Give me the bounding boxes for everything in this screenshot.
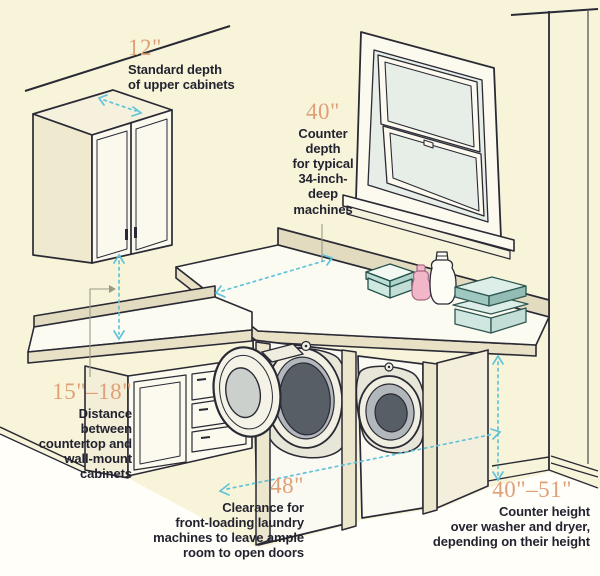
annotation-upper-cabinet-depth: 12" Standard depth of upper cabinets bbox=[128, 35, 278, 93]
washer-latch-hole bbox=[304, 344, 308, 348]
window-upper-glass bbox=[384, 61, 475, 148]
counter-post-middle bbox=[341, 349, 357, 531]
pink-bottle-body bbox=[411, 270, 432, 301]
baseboard-right-top bbox=[550, 455, 599, 472]
window-sill bbox=[342, 194, 515, 252]
base-cabinet-side bbox=[84, 365, 129, 479]
dryer bbox=[355, 355, 427, 519]
leader-countertop-to-cabinet bbox=[89, 288, 110, 377]
counter-post-right bbox=[422, 361, 438, 515]
upper-cabinet-door-left-panel bbox=[96, 130, 128, 259]
annotation-counter-height: 40"–51" Counter height over washer and d… bbox=[428, 477, 590, 550]
baseboard-back-top bbox=[491, 456, 550, 467]
ceiling-line-left bbox=[24, 25, 231, 92]
storage-bin-upper bbox=[454, 276, 527, 307]
dryer-door-latch-hole bbox=[387, 365, 391, 369]
washer-open-door-glass bbox=[225, 367, 262, 419]
drawer-handle-2 bbox=[198, 408, 209, 411]
window-sash-lock bbox=[423, 139, 434, 149]
arrow-counter-depth bbox=[214, 254, 334, 298]
white-jug bbox=[429, 251, 457, 305]
baseboard-left-top bbox=[0, 426, 86, 468]
left-counter-top bbox=[27, 296, 253, 353]
measurement-value-15-18: 15"–18" bbox=[52, 379, 132, 404]
measurement-label-40-51: Counter height over washer and dryer, de… bbox=[432, 504, 590, 550]
detergent-box bbox=[365, 263, 415, 299]
floor bbox=[0, 433, 600, 576]
washer-open-door-contour bbox=[219, 354, 273, 430]
upper-cabinet-door-right-panel bbox=[135, 118, 168, 251]
washer-door-open bbox=[212, 343, 305, 438]
room-lines bbox=[0, 8, 599, 489]
counter-items bbox=[365, 251, 529, 334]
upper-cabinet-front bbox=[91, 109, 173, 264]
washer-door-hinge bbox=[260, 343, 305, 363]
arrow-counter-height bbox=[492, 354, 504, 482]
window bbox=[342, 31, 515, 260]
upper-cabinet-handle-right bbox=[134, 227, 137, 238]
annotation-counter-depth: 40" Counter depth for typical 34-inch- d… bbox=[268, 99, 378, 217]
baseboard-left-floor bbox=[0, 433, 86, 474]
upper-cabinet-handle-left bbox=[125, 229, 128, 240]
measurement-value-48: 48" bbox=[270, 473, 304, 498]
base-cabinet-door bbox=[133, 374, 187, 471]
measurement-label-15-18: Distance between countertop and wall-mou… bbox=[38, 406, 132, 482]
measurement-label-40: Counter depth for typical 34-inch- deep … bbox=[292, 126, 354, 217]
measurement-value-40-51: 40"–51" bbox=[492, 477, 572, 502]
measurement-label-12: Standard depth of upper cabinets bbox=[128, 62, 235, 93]
floor-line-right bbox=[548, 469, 599, 489]
annotation-countertop-to-cabinet: 15"–18" Distance between countertop and … bbox=[8, 379, 132, 482]
arrow-cabinet-depth bbox=[97, 94, 143, 117]
baseboard-right-bottom bbox=[550, 462, 599, 478]
upper-cabinet-side bbox=[32, 113, 93, 264]
base-cabinet-door-panel bbox=[139, 381, 181, 465]
leader-arrowhead bbox=[109, 285, 116, 293]
bin-upper-right bbox=[488, 285, 527, 307]
arrow-countertop-to-cabinet bbox=[113, 253, 125, 341]
annotation-door-clearance: 48" Clearance for front-loading laundry … bbox=[148, 473, 304, 561]
measurement-value-12: 12" bbox=[128, 35, 162, 60]
ceiling-line-right bbox=[510, 8, 599, 16]
measurement-arrows bbox=[97, 94, 504, 496]
white-jug-body bbox=[429, 259, 457, 305]
arrow-door-clearance bbox=[218, 428, 502, 496]
measurement-label-48: Clearance for front-loading laundry mach… bbox=[153, 500, 304, 561]
window-lower-glass bbox=[389, 132, 480, 212]
bin-lower-right bbox=[490, 307, 527, 334]
dryer-drum-window bbox=[374, 393, 408, 433]
drawer-handle-1 bbox=[196, 378, 207, 381]
window-sill-apron bbox=[346, 205, 511, 260]
leader-lines bbox=[89, 224, 323, 377]
left-counter bbox=[27, 285, 253, 364]
left-counter-edge bbox=[27, 329, 253, 364]
drawer-handle-3 bbox=[200, 436, 211, 439]
measurement-value-40: 40" bbox=[306, 99, 340, 124]
storage-bins bbox=[452, 276, 529, 334]
upper-cabinet bbox=[32, 89, 173, 264]
